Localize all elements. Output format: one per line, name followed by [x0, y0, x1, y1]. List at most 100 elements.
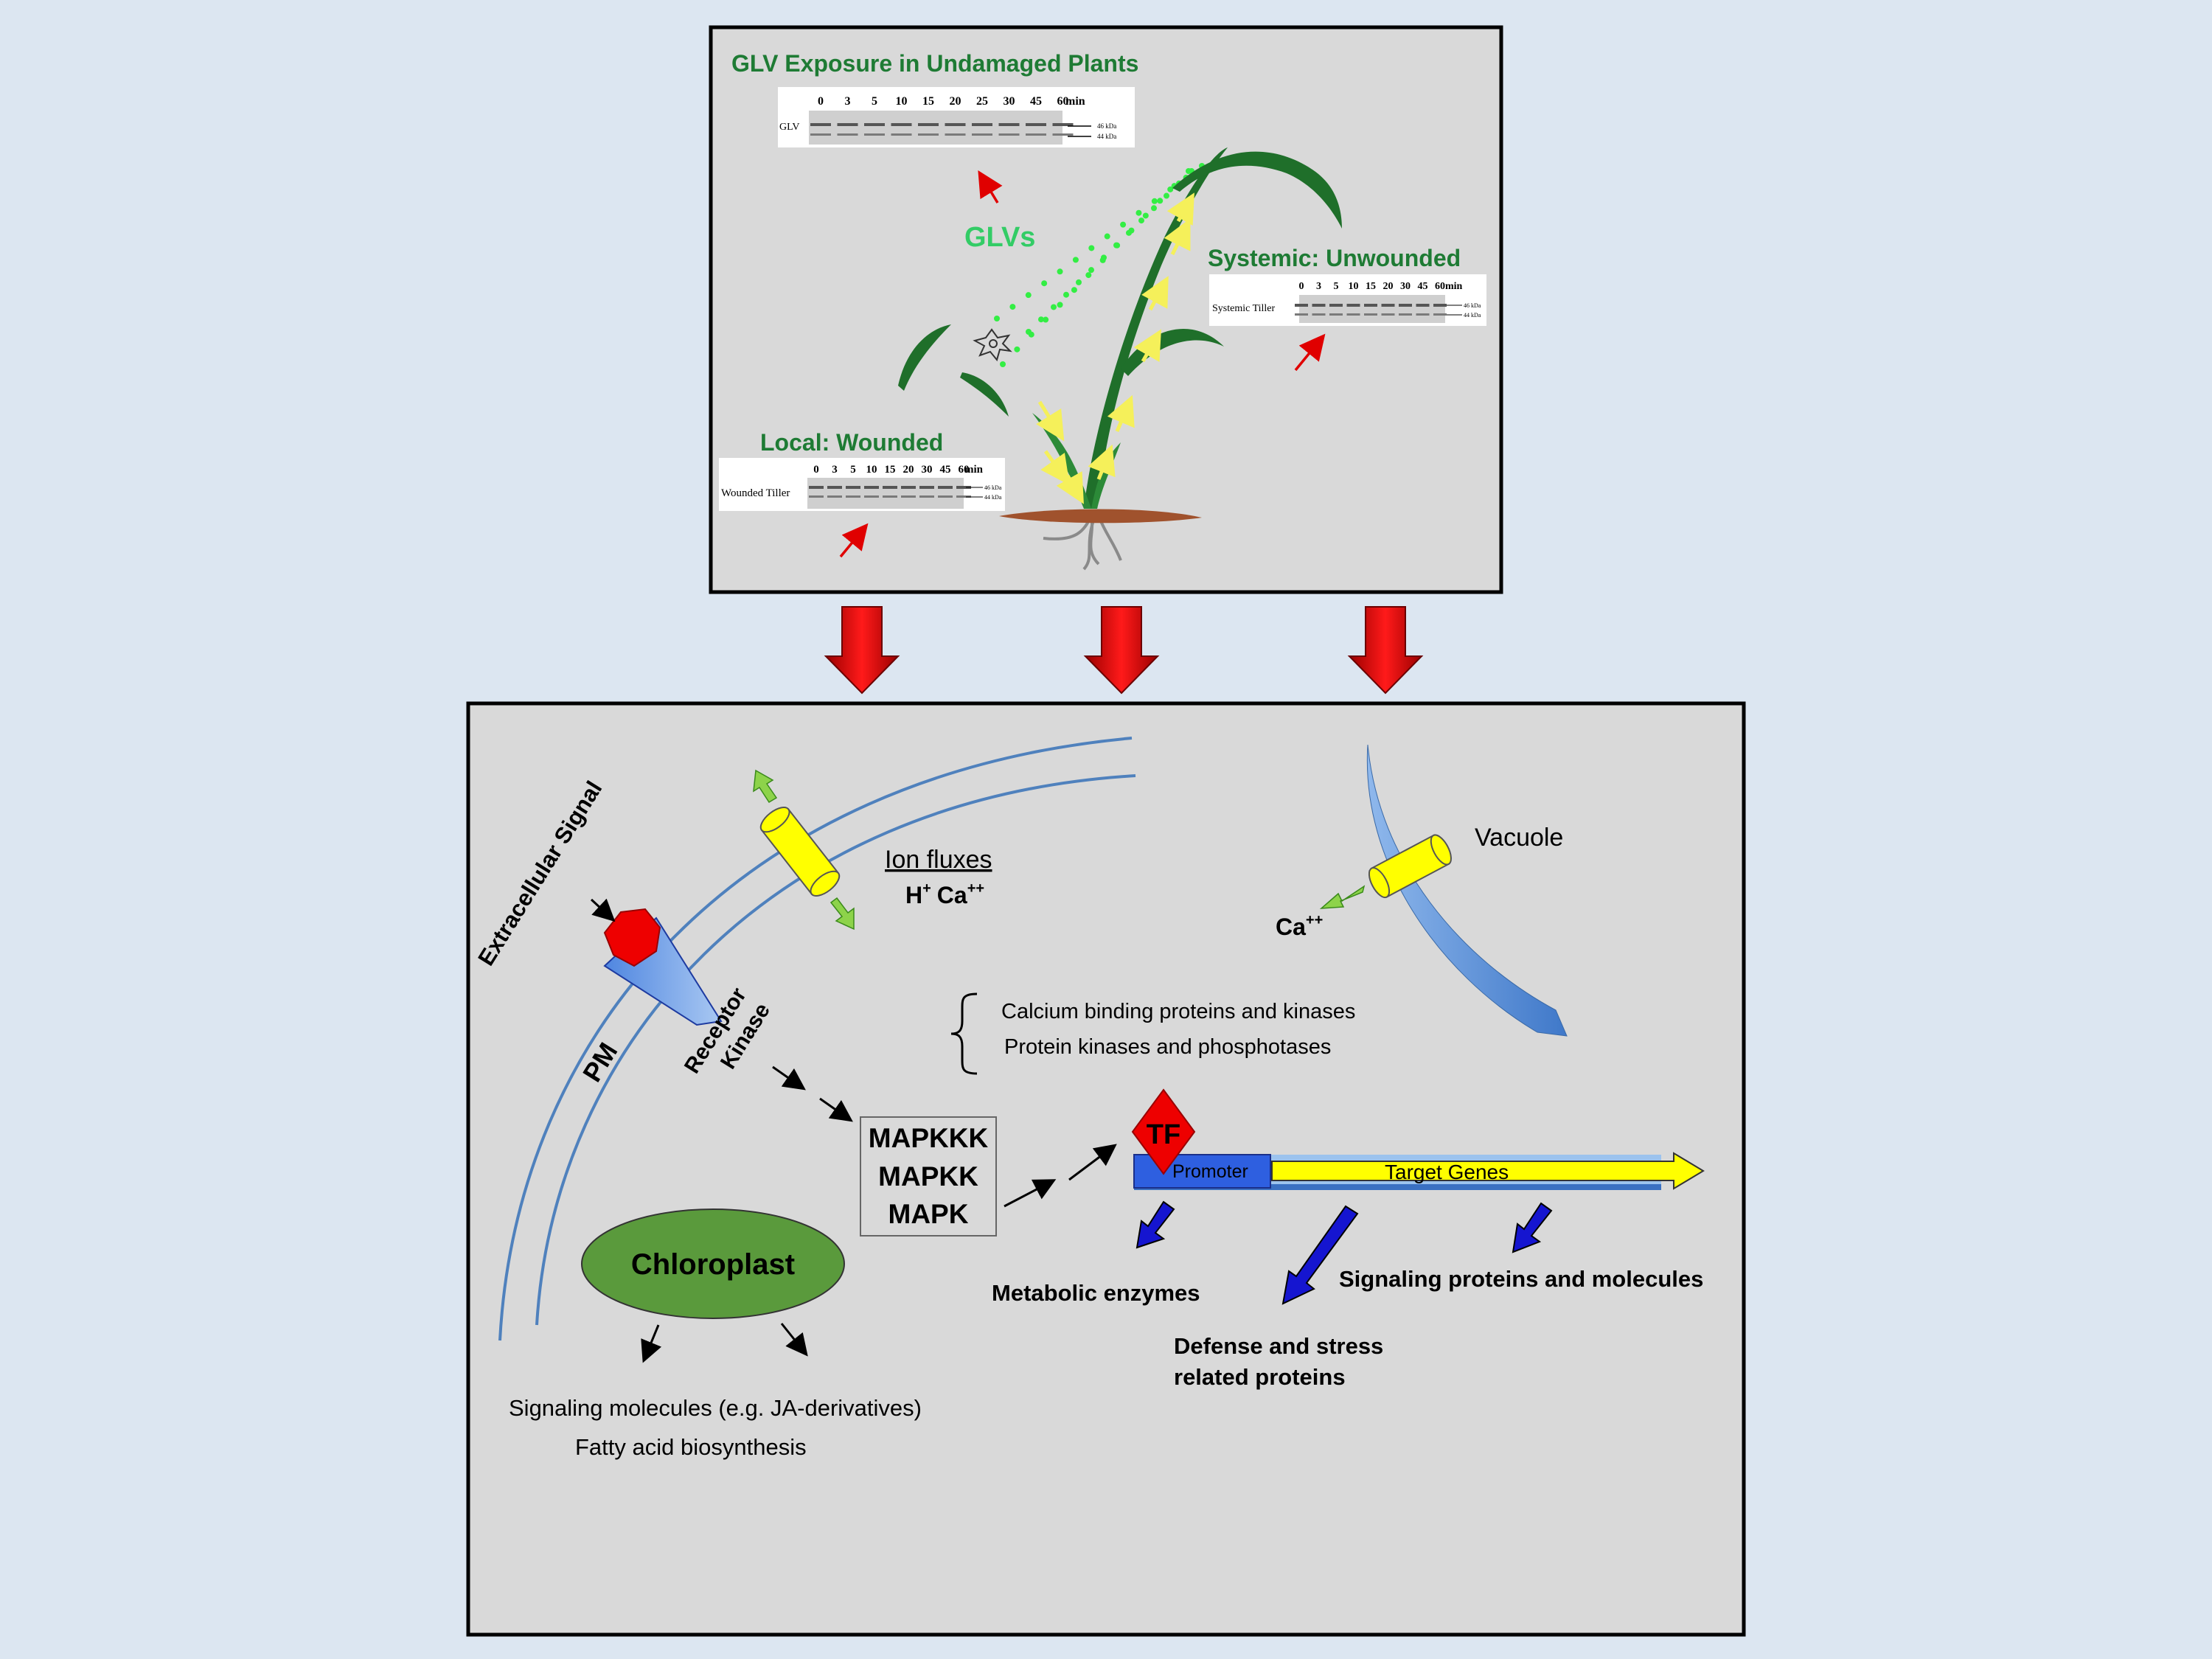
blot-timepoint: 0 [818, 95, 824, 108]
target-genes-arrow [1271, 1152, 1705, 1190]
ion-fluxes-label: Ion fluxes [885, 846, 992, 874]
blot-band-upper [1364, 304, 1377, 307]
blot-band-upper [1416, 304, 1430, 307]
defense-proteins-label-1: Defense and stress [1174, 1333, 1383, 1359]
signaling-molecules-text: Signaling molecules (e.g. JA-derivatives… [509, 1395, 922, 1421]
blot-timepoint: 10 [866, 464, 877, 476]
signaling-proteins-label: Signaling proteins and molecules [1339, 1266, 1703, 1292]
blot-band-upper [956, 486, 971, 489]
glv-blot-row-label: GLV [779, 122, 800, 133]
blot-band-upper [918, 123, 939, 126]
glv-dot [1114, 242, 1121, 248]
glv-dot [1051, 304, 1057, 310]
systemic-title: Systemic: Unwounded [1208, 245, 1461, 271]
glv-dot [1164, 192, 1169, 199]
signal-arrow-yellow [1036, 400, 1065, 442]
glv-dot [1076, 279, 1082, 285]
protein-kinases-text: Protein kinases and phosphotases [1004, 1035, 1331, 1059]
blot-band-upper [1433, 304, 1447, 307]
signal-arrow-yellow [1166, 192, 1194, 226]
glv-dot [1138, 218, 1144, 224]
signal-arrow-yellow [1141, 276, 1169, 311]
mapk-to-tf-arrow-1 [1004, 1179, 1057, 1208]
blot-band-upper [864, 486, 879, 489]
glv-dot [1071, 287, 1077, 293]
glv-dot [1043, 316, 1049, 323]
glv-dot [1057, 302, 1063, 308]
glv-dot [1128, 227, 1135, 234]
blot-band-lower [1329, 313, 1343, 316]
blot-band-lower [1052, 133, 1074, 136]
blot-timepoint: 3 [1316, 281, 1321, 292]
mapkk-label: MAPKK [878, 1161, 978, 1192]
blot-timepoint: 10 [896, 95, 908, 108]
blot-timepoint: 60 [1057, 95, 1069, 108]
systemic-blot-row-label: Systemic Tiller [1212, 303, 1276, 314]
blot-band-upper [1295, 304, 1308, 307]
blot-band-lower [945, 133, 966, 136]
glv-dot [994, 316, 1000, 321]
blot-timepoint: 25 [976, 95, 988, 108]
glvs-label: GLVs [964, 222, 1035, 253]
blot-timepoint: 30 [922, 464, 933, 476]
signal-arrow-yellow [1107, 394, 1135, 432]
soil [999, 509, 1202, 524]
blot-timepoint: 3 [832, 464, 838, 476]
blot-timepoint: 45 [940, 464, 951, 476]
local-blot-band-low: 44 kDa [984, 494, 1002, 501]
metabolic-enzymes-label: Metabolic enzymes [992, 1280, 1200, 1306]
blot-band-upper [1052, 123, 1074, 126]
connecting-arrow-center [1083, 606, 1160, 695]
glv-dot [1072, 257, 1079, 263]
receptor-to-mapk-arrow-2 [819, 1097, 853, 1122]
systemic-blot-band-low: 44 kDa [1464, 312, 1481, 319]
chloroplast-arrow-left [641, 1324, 662, 1363]
signal-arrow [590, 898, 616, 922]
cut-leaf-upper [898, 324, 951, 391]
glv-dot [1038, 316, 1044, 323]
blot-band-upper [891, 123, 912, 126]
blot-band-lower [1364, 313, 1377, 316]
glv-dot [1014, 346, 1020, 352]
blot-timepoint: 15 [1366, 281, 1376, 292]
glv-dot [1104, 233, 1110, 240]
blot-timepoint: 60 [1435, 281, 1445, 292]
plasma-membrane-outer [498, 737, 1133, 1341]
plasma-membrane-inner [535, 774, 1136, 1326]
blot-timepoint: 3 [845, 95, 851, 108]
blot-band-lower [998, 133, 1020, 136]
local-blot-bands [809, 486, 971, 498]
vacuole-ca-arrow [1319, 885, 1366, 909]
blot-band-upper [837, 123, 858, 126]
glv-blot-bands [810, 123, 1074, 136]
blot-band-lower [972, 133, 992, 136]
blot-timepoint: 10 [1349, 281, 1359, 292]
receptor-to-mapk-arrow-1 [772, 1065, 806, 1091]
glv-dot [1057, 268, 1063, 275]
blot-band-lower [1433, 313, 1447, 316]
systemic-blot-bands [1295, 304, 1447, 316]
blot-timepoint: 45 [1030, 95, 1042, 108]
chloroplast-label: Chloroplast [631, 1248, 795, 1281]
maize-plant [898, 147, 1342, 571]
mapk-cascade-box [860, 1116, 997, 1237]
glv-dot [1041, 280, 1048, 287]
systemic-blot-arrow [1294, 333, 1326, 372]
wound-site-star [973, 328, 1012, 362]
blot-band-lower [1026, 133, 1046, 136]
glv-blot-arrow [978, 170, 1003, 204]
mapk-to-tf-arrow-2 [1068, 1144, 1117, 1181]
blot-band-upper [1026, 123, 1046, 126]
blot-timepoint: 15 [885, 464, 896, 476]
systemic-blot-unit: min [1445, 281, 1463, 292]
blot-band-upper [1346, 304, 1360, 307]
extracellular-signal-ligand [603, 908, 661, 967]
blot-band-lower [864, 133, 885, 136]
metabolic-enzymes-arrow [1135, 1200, 1175, 1249]
signal-arrow-yellow [1133, 329, 1161, 363]
transcription-factor [1131, 1088, 1196, 1175]
vacuole-label: Vacuole [1475, 824, 1563, 852]
local-blot-band-high: 46 kDa [984, 484, 1002, 491]
